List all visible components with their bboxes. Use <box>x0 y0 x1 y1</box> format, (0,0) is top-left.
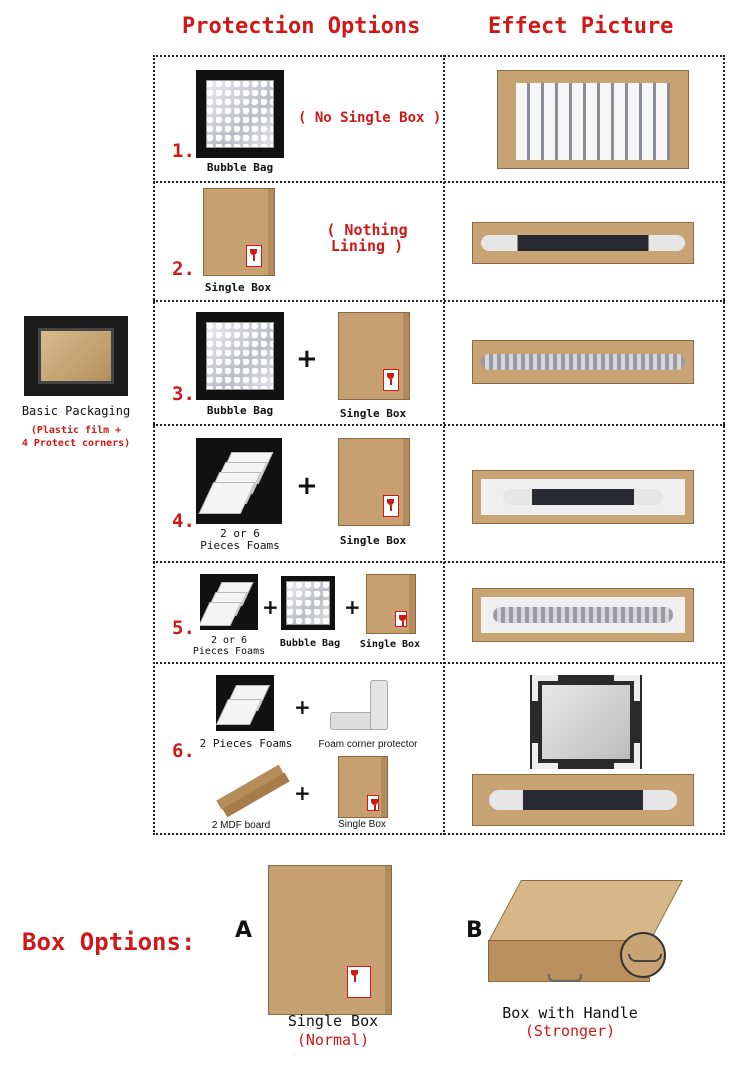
single-box-normal-image <box>268 865 392 1015</box>
bubble-bag-label: Bubble Bag <box>206 161 274 174</box>
effect-picture-6b <box>472 774 694 826</box>
plus-icon: + <box>344 595 361 619</box>
foams-image <box>196 438 282 524</box>
foams-label-line-2: Pieces Foams <box>192 646 266 657</box>
single-box-label: Single Box <box>204 281 272 294</box>
single-box-image <box>338 438 410 526</box>
row-divider <box>153 300 725 302</box>
plus-icon: + <box>296 471 318 501</box>
single-box-image <box>366 574 416 634</box>
option-number-2: 2. <box>172 258 195 280</box>
two-foams-label: 2 Pieces Foams <box>199 737 293 750</box>
single-box-label: Single Box <box>339 534 407 547</box>
plus-icon: + <box>294 695 311 719</box>
foams-label-line-1: 2 or 6 <box>210 635 248 646</box>
bubble-bag-image <box>196 70 284 158</box>
box-with-handle-sub: (Stronger) <box>524 1022 616 1040</box>
box-options-title: Box Options: <box>22 928 196 956</box>
foams-image <box>200 574 258 630</box>
nothing-lining-line-2: Lining ) <box>330 237 404 255</box>
effect-picture-1 <box>497 70 689 169</box>
foams-label-line-1: 2 or 6 <box>220 527 260 540</box>
plus-icon: + <box>296 344 318 374</box>
single-box-image <box>203 188 275 276</box>
basic-packaging-title: Basic Packaging <box>21 404 131 418</box>
option-number-6: 6. <box>172 740 195 762</box>
basic-packaging-note-2: 4 Protect corners) <box>21 438 131 449</box>
options-table <box>153 55 725 835</box>
single-box-image <box>338 312 410 400</box>
option-number-1: 1. <box>172 140 195 162</box>
single-box-option-sub: (Normal) <box>296 1031 370 1049</box>
plus-icon: + <box>294 781 311 805</box>
option-number-3: 3. <box>172 383 195 405</box>
single-box-label: Single Box <box>338 819 386 830</box>
row-divider <box>153 424 725 426</box>
bubble-bag-label: Bubble Bag <box>206 404 274 417</box>
row-divider <box>153 662 725 664</box>
foams-label: 2 or 6 Pieces Foams <box>190 528 290 552</box>
single-box-label: Single Box <box>339 407 407 420</box>
box-with-handle-label: Box with Handle <box>502 1004 638 1022</box>
mdf-board-image <box>210 760 290 818</box>
option-a-letter: A <box>235 918 253 943</box>
nothing-lining-note: ( Nothing Lining ) <box>312 222 422 254</box>
effect-picture-2 <box>472 222 694 264</box>
effect-picture-4 <box>472 470 694 524</box>
effect-picture-5 <box>472 588 694 642</box>
effect-picture-6a <box>530 675 642 769</box>
foam-corner-protector-label: Foam corner protector <box>318 739 418 750</box>
foams-label-line-2: Pieces Foams <box>200 539 280 552</box>
plus-icon: + <box>262 595 279 619</box>
foam-corner-protector-image <box>330 676 400 732</box>
option-number-5: 5. <box>172 617 195 639</box>
column-divider <box>443 55 445 835</box>
no-single-box-note: ( No Single Box ) <box>298 110 442 126</box>
single-box-option-label: Single Box <box>287 1012 379 1030</box>
bubble-bag-label: Bubble Bag <box>279 638 341 649</box>
protection-options-title: Protection Options <box>182 14 421 39</box>
effect-picture-title: Effect Picture <box>488 14 674 39</box>
row-divider <box>153 561 725 563</box>
nothing-lining-line-1: ( Nothing <box>326 221 408 239</box>
effect-picture-3 <box>472 340 694 384</box>
single-box-label: Single Box <box>359 639 421 650</box>
box-with-handle-image <box>488 880 683 990</box>
option-number-4: 4. <box>172 510 195 532</box>
foams-label: 2 or 6 Pieces Foams <box>186 635 272 657</box>
mdf-board-label: 2 MDF board <box>211 820 271 831</box>
basic-packaging-image <box>24 316 128 396</box>
bubble-bag-image <box>281 576 335 630</box>
foams-image <box>216 675 274 731</box>
row-divider <box>153 181 725 183</box>
option-b-letter: B <box>466 918 483 943</box>
single-box-image <box>338 756 388 818</box>
bubble-bag-image <box>196 312 284 400</box>
basic-packaging-note-1: (Plastic film + <box>30 425 122 436</box>
